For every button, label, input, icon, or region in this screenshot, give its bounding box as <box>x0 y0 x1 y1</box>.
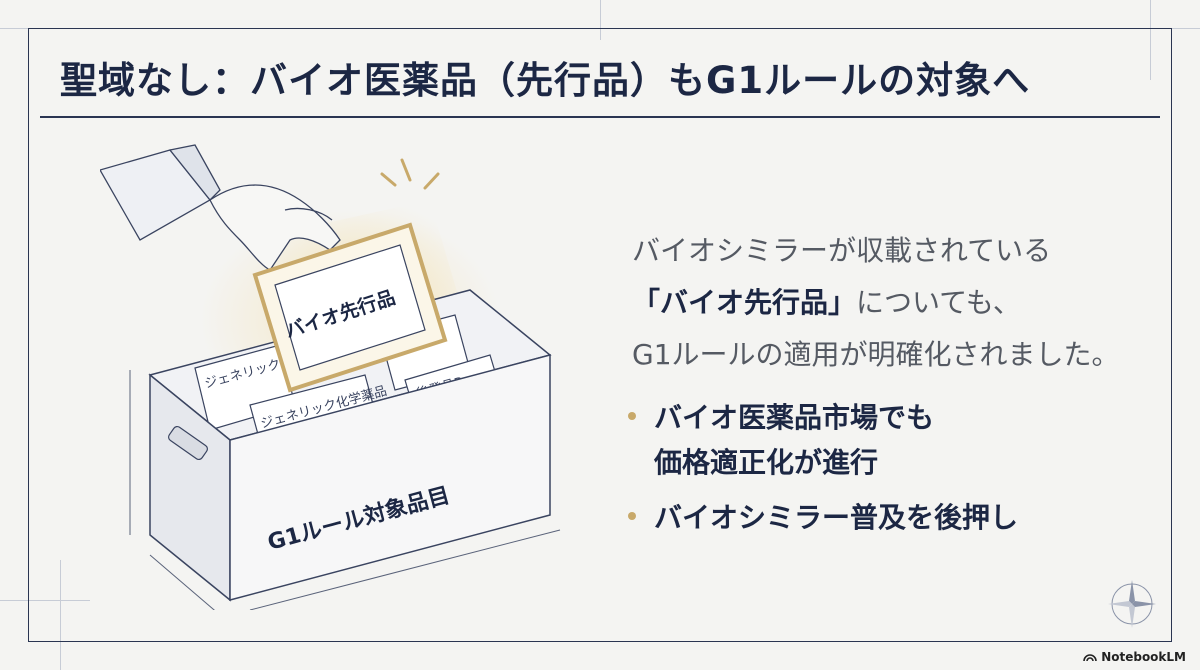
notebooklm-logo-icon <box>1083 654 1097 662</box>
brand-name: NotebookLM <box>1101 650 1186 664</box>
hand-icon <box>100 144 341 271</box>
compass-icon <box>1108 580 1156 628</box>
description-line-2-rest: についても、 <box>856 286 1021 319</box>
frame-guide-tick <box>600 0 601 40</box>
frame-guide-tick-right <box>1150 0 1151 80</box>
bullet-item: バイオシミラー普及を後押し <box>628 495 1168 540</box>
box-front-panel <box>229 354 551 601</box>
bullet-item: バイオ医薬品市場でも 価格適正化が進行 <box>628 395 1168 485</box>
bullet-text: バイオシミラー普及を後押し <box>654 501 1019 534</box>
box-illustration: ジェネリック化学薬品 後発品A 後発品B ジェネリック化学薬品 後発品A バイオ… <box>100 144 561 610</box>
slide-title: 聖域なし：バイオ医薬品（先行品）もG1ルールの対象へ <box>60 59 1031 102</box>
frame-guide-bottom-left <box>0 600 90 601</box>
bullet-dot-icon <box>628 512 636 520</box>
title-divider <box>40 116 1160 118</box>
bullet-dot-icon <box>628 412 636 420</box>
frame-guide-vertical-left <box>60 560 61 670</box>
bullet-text: バイオ医薬品市場でも 価格適正化が進行 <box>654 401 935 479</box>
description-line-1: バイオシミラーが収載されている <box>632 234 1052 267</box>
sparkle-icon <box>380 158 440 190</box>
bullet-list: バイオ医薬品市場でも 価格適正化が進行 バイオシミラー普及を後押し <box>628 395 1168 550</box>
description-highlight: 「バイオ先行品」 <box>632 286 857 319</box>
slide-border <box>28 28 1172 642</box>
box-handle <box>167 425 209 461</box>
description-block: バイオシミラーが収載されている 「バイオ先行品」についても、 G1ルールの適用が… <box>632 225 1172 381</box>
dimension-lines <box>129 370 561 610</box>
description-line-2: 「バイオ先行品」についても、 <box>632 277 1172 329</box>
brand-watermark: NotebookLM <box>1083 650 1186 664</box>
highlight-card: バイオ先行品 <box>252 222 448 393</box>
description-line-3: G1ルールの適用が明確化されました。 <box>632 338 1120 371</box>
